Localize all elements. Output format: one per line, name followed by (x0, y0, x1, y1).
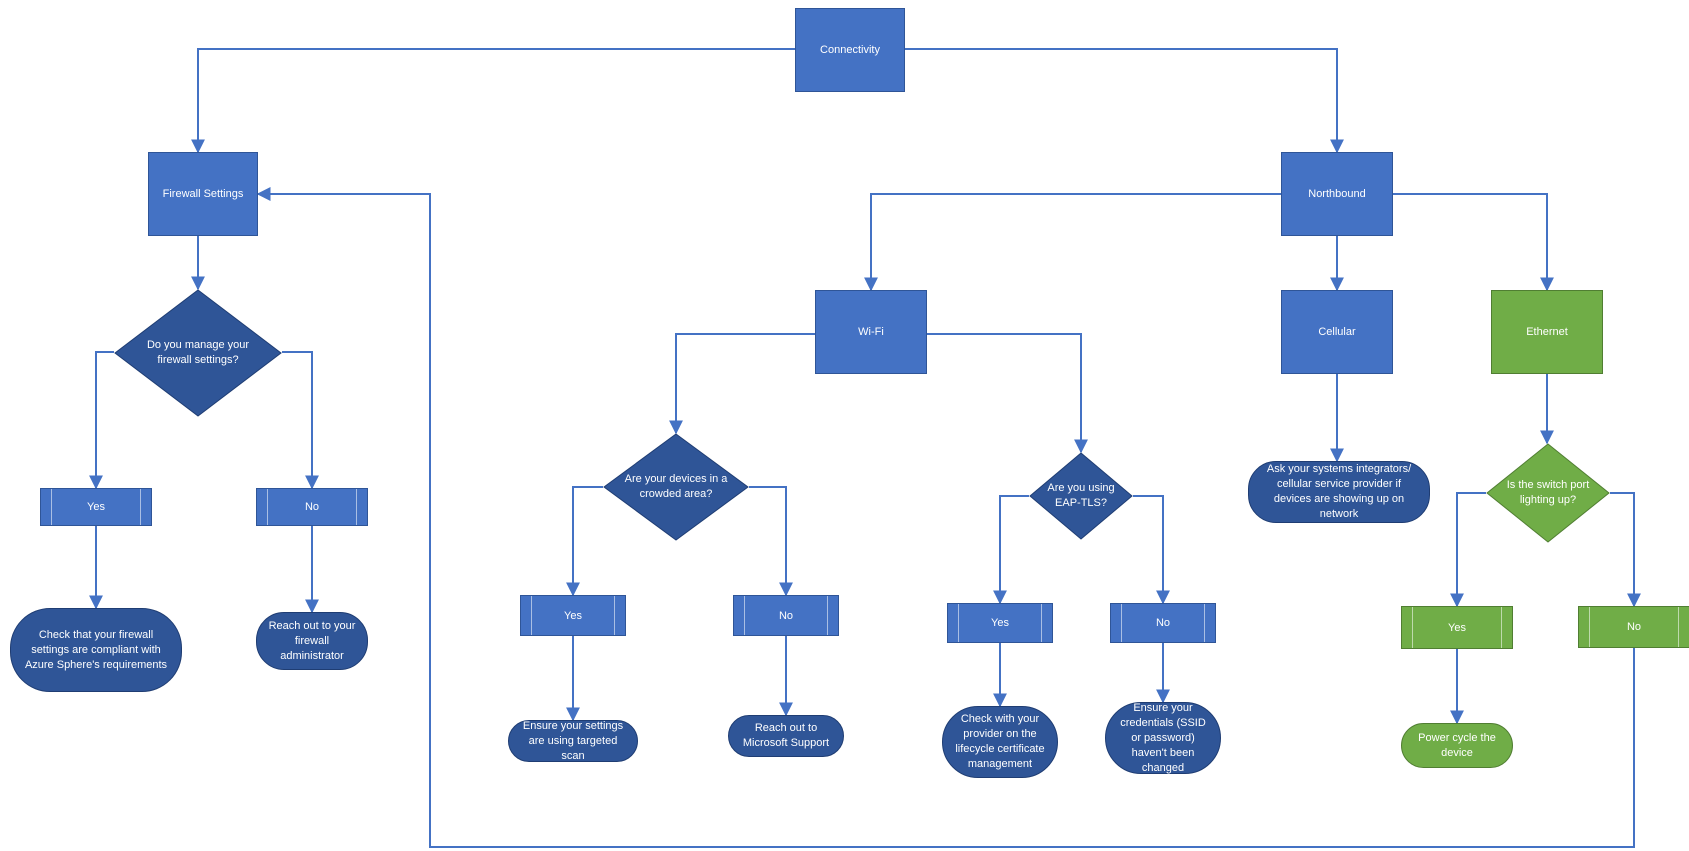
firewall-settings-label: Firewall Settings (162, 187, 244, 200)
eap-tls-decision: Are you using EAP-TLS? (1029, 452, 1133, 540)
edge-switch-yes (1450, 492, 1486, 608)
eap-tls-question: Are you using EAP-TLS? (1047, 482, 1115, 509)
crowded-area-decision: Are your devices in a crowded area? (603, 433, 749, 541)
edge-northbound-wifi (864, 193, 1281, 292)
microsoft-support-answer: Reach out to Microsoft Support (728, 715, 844, 757)
edge-wifi-crowded (669, 333, 815, 435)
switch-yes-label: Yes (1448, 621, 1466, 634)
ethernet-label: Ethernet (1526, 325, 1568, 338)
lifecycle-cert-answer: Check with your provider on the lifecycl… (942, 706, 1058, 778)
edge-connectivity-northbound (905, 48, 1344, 154)
crowded-yes-box: Yes (520, 595, 626, 636)
crowded-area-question: Are your devices in a crowded area? (624, 473, 728, 500)
switch-yes-box: Yes (1401, 606, 1513, 649)
edge-fw-no (282, 351, 319, 490)
firewall-yes-box: Yes (40, 488, 152, 526)
credentials-text: Ensure your credentials (SSID or passwor… (1120, 701, 1206, 774)
targeted-scan-answer: Ensure your settings are using targeted … (508, 720, 638, 762)
connectivity-label: Connectivity (820, 43, 880, 56)
firewall-admin-answer: Reach out to your firewall administrator (256, 612, 368, 670)
switch-no-box: No (1578, 606, 1689, 648)
crowded-yes-label: Yes (564, 609, 582, 622)
edge-connectivity-firewall (191, 48, 795, 154)
edge-eap-yes (993, 495, 1029, 605)
power-cycle-answer: Power cycle the device (1401, 723, 1513, 768)
cellular-box: Cellular (1281, 290, 1393, 374)
eap-no-box: No (1110, 603, 1216, 643)
edge-switch-no (1610, 492, 1641, 608)
northbound-box: Northbound (1281, 152, 1393, 236)
cellular-answer-text: Ask your systems integrators/ cellular s… (1266, 463, 1412, 520)
switch-port-question: Is the switch port lighting up? (1506, 479, 1590, 506)
crowded-no-box: No (733, 595, 839, 636)
eap-yes-box: Yes (947, 603, 1053, 643)
targeted-scan-text: Ensure your settings are using targeted … (522, 719, 624, 762)
switch-port-decision: Is the switch port lighting up? (1486, 443, 1610, 543)
firewall-compliant-answer: Check that your firewall settings are co… (10, 608, 182, 692)
microsoft-support-text: Reach out to Microsoft Support (742, 722, 830, 749)
manage-firewall-question: Do you manage your firewall settings? (146, 339, 250, 366)
switch-no-label: No (1626, 621, 1642, 633)
connectivity-box: Connectivity (795, 8, 905, 92)
edge-crowded-no (749, 486, 793, 597)
cellular-label: Cellular (1318, 325, 1356, 338)
manage-firewall-decision: Do you manage your firewall settings? (114, 289, 282, 417)
firewall-admin-text: Reach out to your firewall administrator (268, 619, 356, 662)
eap-no-label: No (1155, 617, 1171, 629)
lifecycle-cert-text: Check with your provider on the lifecycl… (955, 713, 1045, 770)
firewall-settings-box: Firewall Settings (148, 152, 258, 236)
eap-yes-label: Yes (991, 617, 1009, 629)
firewall-yes-label: Yes (87, 501, 105, 513)
wifi-label: Wi-Fi (858, 325, 884, 338)
edge-crowded-yes (566, 486, 603, 597)
firewall-no-label: No (304, 501, 320, 513)
edge-wifi-eap (927, 333, 1088, 454)
wifi-box: Wi-Fi (815, 290, 927, 374)
edge-eap-no (1133, 495, 1170, 605)
power-cycle-text: Power cycle the device (1418, 731, 1496, 759)
ethernet-box: Ethernet (1491, 290, 1603, 374)
edge-northbound-ethernet (1393, 193, 1554, 292)
cellular-answer: Ask your systems integrators/ cellular s… (1248, 461, 1430, 523)
credentials-answer: Ensure your credentials (SSID or passwor… (1105, 702, 1221, 774)
edge-fw-yes (89, 351, 114, 490)
firewall-compliant-text: Check that your firewall settings are co… (24, 628, 168, 671)
northbound-label: Northbound (1308, 187, 1366, 200)
firewall-no-box: No (256, 488, 368, 526)
crowded-no-label: No (778, 609, 794, 622)
edge-switchno-firewall (256, 187, 1635, 848)
